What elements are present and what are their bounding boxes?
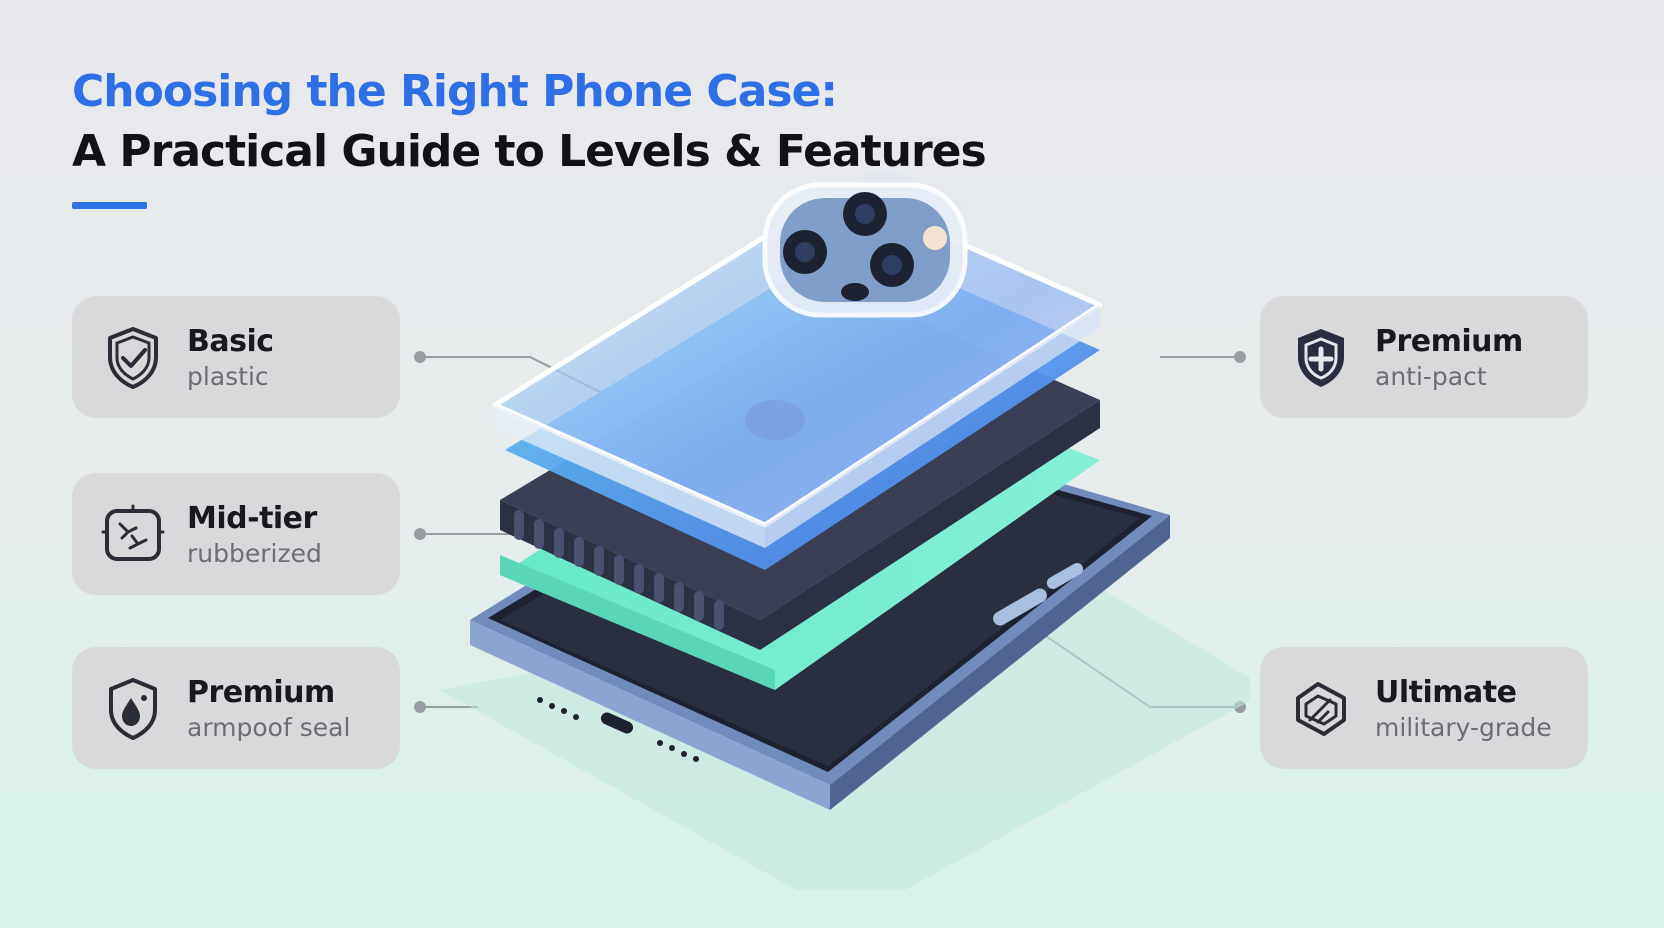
card-desc: military-grade xyxy=(1375,713,1552,742)
card-label: Premium xyxy=(187,675,335,710)
card-desc: plastic xyxy=(187,362,269,391)
title-underline xyxy=(72,202,147,209)
card-premium-impact: Premium anti-pact xyxy=(1260,296,1588,418)
connector-dot xyxy=(1234,351,1246,363)
card-desc: armpoof seal xyxy=(187,713,351,742)
card-premium-water: Premium armpoof seal xyxy=(72,647,400,769)
logo-mark xyxy=(745,400,805,440)
card-label: Basic xyxy=(187,324,274,359)
connector-dot xyxy=(414,701,426,713)
connector-dot xyxy=(414,528,426,540)
title-line-2: A Practical Guide to Levels & Features xyxy=(72,126,987,177)
phone-case-layers-illustration xyxy=(440,170,1250,890)
shield-check-icon xyxy=(108,327,158,389)
card-basic: Basic plastic xyxy=(72,296,400,418)
card-desc: anti-pact xyxy=(1375,362,1487,391)
water-drop-shield-icon xyxy=(109,678,157,740)
page-title: Choosing the Right Phone Case: A Practic… xyxy=(72,62,987,182)
shield-plus-icon xyxy=(1298,329,1344,387)
clear-outer-case xyxy=(492,170,1103,548)
title-line-1: Choosing the Right Phone Case: xyxy=(72,66,838,117)
card-label: Ultimate xyxy=(1375,675,1517,710)
card-ultimate: Ultimate military-grade xyxy=(1260,647,1588,769)
rugged-frame-icon xyxy=(1296,682,1346,736)
shatter-resist-icon xyxy=(101,504,165,561)
card-label: Premium xyxy=(1375,324,1523,359)
card-midtier: Mid-tier rubberized xyxy=(72,473,400,595)
connector-dot xyxy=(414,351,426,363)
camera-module xyxy=(760,170,970,318)
card-label: Mid-tier xyxy=(187,501,317,536)
card-desc: rubberized xyxy=(187,539,322,568)
